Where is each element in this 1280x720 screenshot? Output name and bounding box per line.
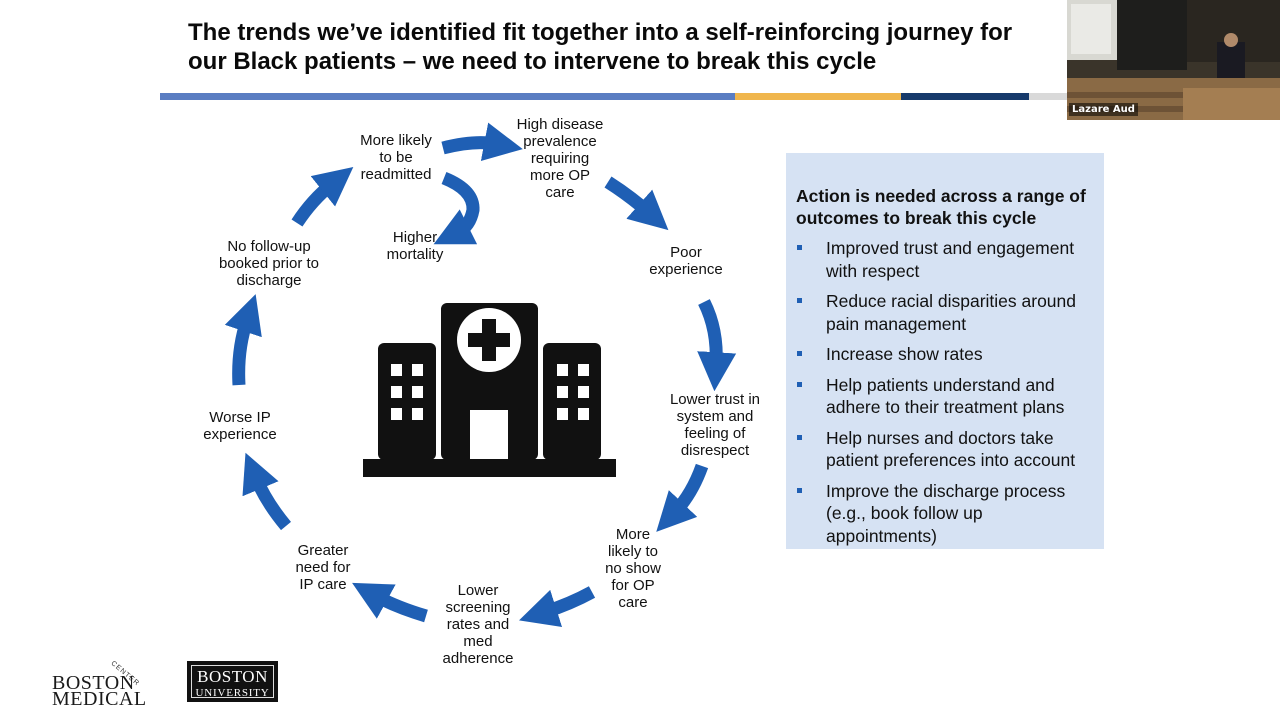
bullet-square-icon [797, 381, 802, 387]
node-lower-screening: Lower screening rates and med adherence [442, 582, 514, 667]
title-rule-blue [160, 93, 735, 100]
slide-title: The trends we’ve identified fit together… [188, 18, 1068, 76]
bullet-square-icon [797, 245, 802, 250]
node-higher-mortality: Higher mortality [386, 229, 444, 263]
action-list-item: Help nurses and doctors take patient pre… [796, 427, 1094, 472]
bu-logo-line-2: UNIVERSITY [195, 687, 270, 699]
slide-title-line-2: our Black patients – we need to interven… [188, 48, 877, 75]
participant-name-label: Lazare Aud [1069, 103, 1138, 116]
bu-logo-line-1: BOSTON [197, 667, 268, 686]
bmc-logo-line-1: BOSTON [52, 672, 135, 694]
arrow-need-to-worse [242, 452, 292, 531]
action-list-item: Increase show rates [796, 343, 1094, 366]
bu-logo-frame: BOSTON UNIVERSITY [191, 665, 274, 699]
action-list-item: Improved trust and engagement with respe… [796, 237, 1094, 282]
node-poor-experience: Poor experience [649, 244, 723, 278]
title-rule-navy [901, 93, 1029, 100]
bullet-square-icon [797, 487, 802, 493]
boston-medical-center-logo: CENTER BOSTON MEDICAL [52, 660, 152, 710]
arrow-poor-to-trust [697, 299, 737, 392]
action-list-item: Reduce racial disparities around pain ma… [796, 290, 1094, 335]
action-list-item: Help patients understand and adhere to t… [796, 374, 1094, 419]
arrow-followup-to-readmitted [291, 166, 354, 227]
video-feed-image [1067, 0, 1280, 120]
action-list-item: Improve the discharge process (e.g., boo… [796, 480, 1094, 548]
arrow-noshow-to-screening [518, 586, 596, 628]
node-no-follow-up: No follow-up booked prior to discharge [218, 238, 320, 289]
arrow-prevalence-to-poor [604, 176, 669, 231]
node-high-disease-prevalence: High disease prevalence requiring more O… [516, 116, 604, 201]
node-more-likely-readmitted: More likely to be readmitted [360, 132, 432, 183]
boston-university-logo: BOSTON UNIVERSITY [187, 661, 278, 702]
arrow-screening-to-need [352, 582, 428, 623]
bullet-square-icon [797, 351, 802, 356]
participant-video-tile[interactable]: Lazare Aud [1067, 0, 1280, 120]
node-lower-trust: Lower trust in system and feeling of dis… [669, 391, 761, 459]
arrow-trust-to-noshow [656, 463, 709, 532]
bullet-square-icon [797, 434, 802, 440]
action-panel-heading: Action is needed across a range of outco… [796, 186, 1086, 228]
arrow-readmitted-to-prevalence [441, 122, 523, 161]
node-worse-ip-experience: Worse IP experience [203, 409, 277, 443]
arrow-readmitted-to-mortality [433, 171, 480, 245]
bmc-logo-line-2: MEDICAL [52, 688, 147, 710]
node-more-likely-no-show: More likely to no show for OP care [605, 526, 661, 611]
title-rule-gold [735, 93, 901, 100]
title-rule-gray [1029, 93, 1067, 100]
action-panel: Action is needed across a range of outco… [786, 153, 1104, 549]
bullet-square-icon [797, 298, 802, 303]
action-list: Improved trust and engagement with respe… [796, 237, 1094, 547]
arrow-worse-to-followup [224, 294, 262, 386]
node-greater-need-ip: Greater need for IP care [295, 542, 351, 593]
slide-title-line-1: The trends we’ve identified fit together… [188, 19, 1013, 46]
